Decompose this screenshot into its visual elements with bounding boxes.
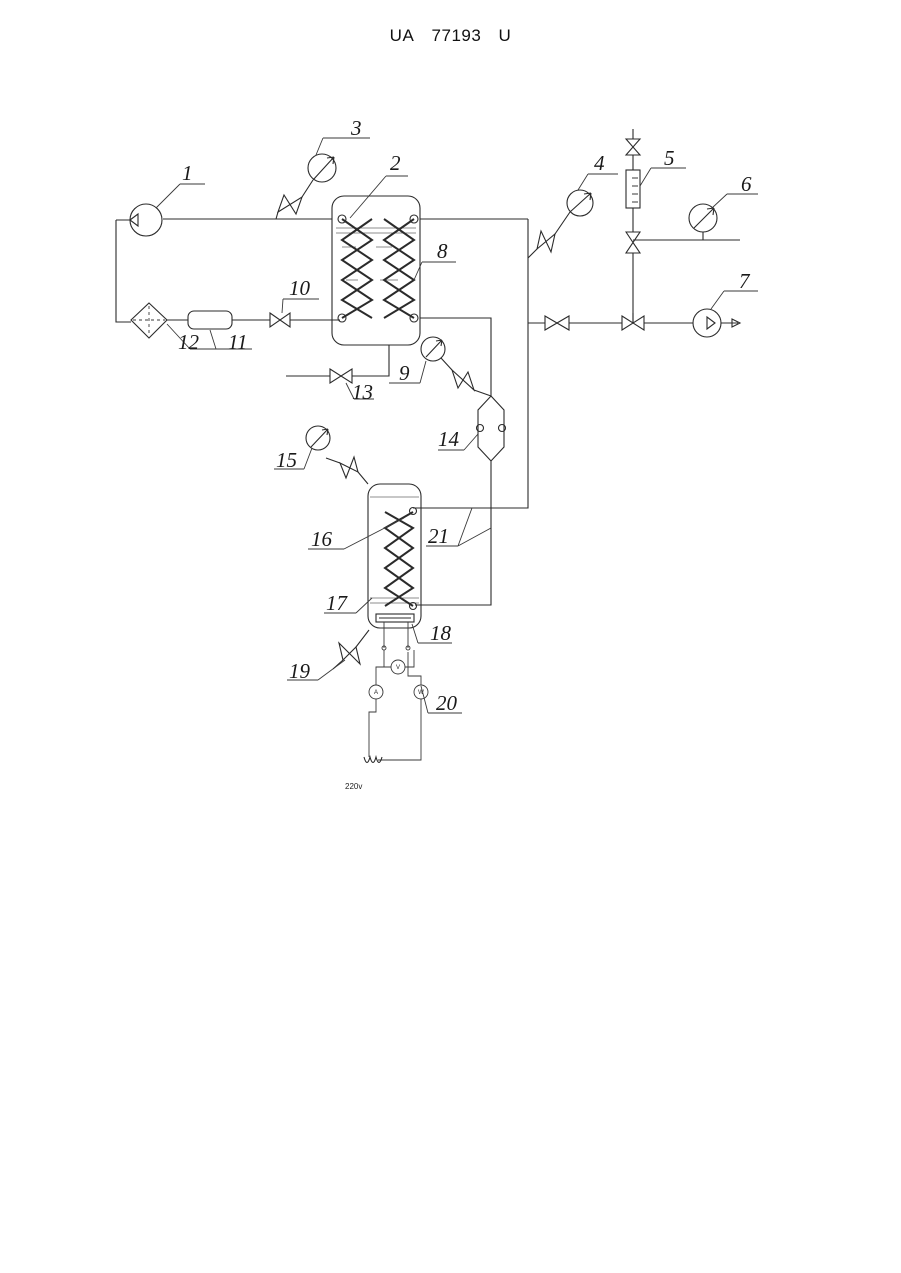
label-15: 15 (276, 448, 297, 472)
label-5: 5 (664, 146, 675, 170)
ammeter: A (369, 685, 383, 699)
valve-pump-7-left (545, 316, 569, 330)
gauge-6 (689, 204, 717, 232)
label-9: 9 (399, 361, 410, 385)
gauge-3 (308, 154, 336, 182)
label-14: 14 (438, 427, 460, 451)
reference-numerals: 3 2 1 4 5 6 7 8 10 12 11 13 9 14 15 16 2… (178, 116, 752, 715)
vessel-2 (332, 196, 420, 345)
label-11: 11 (228, 330, 247, 354)
label-16: 16 (311, 527, 333, 551)
heater-18 (376, 614, 414, 622)
label-3: 3 (350, 116, 362, 140)
receiver-11 (188, 311, 232, 329)
label-10: 10 (289, 276, 311, 300)
valve-burette-top (626, 139, 640, 155)
svg-text:A: A (374, 690, 378, 696)
voltmeter: V (391, 660, 405, 674)
separator-14 (477, 396, 506, 461)
label-1: 1 (182, 161, 193, 185)
label-20: 20 (436, 691, 458, 715)
label-21: 21 (428, 524, 449, 548)
leader-lines (156, 138, 758, 713)
vessel-17 (368, 484, 421, 628)
label-6: 6 (741, 172, 752, 196)
electrical-circuit-20 (364, 622, 421, 763)
gauge-15 (306, 426, 330, 450)
pump-1 (130, 204, 162, 236)
gauge-4 (567, 190, 593, 216)
svg-text:V: V (396, 665, 400, 671)
supply-voltage-label: 220v (345, 782, 362, 791)
valve-gauge-9 (452, 370, 474, 390)
label-4: 4 (594, 151, 605, 175)
label-13: 13 (352, 380, 373, 404)
label-19: 19 (289, 659, 311, 683)
label-17: 17 (326, 591, 349, 615)
valve-three-way (622, 313, 644, 330)
label-18: 18 (430, 621, 452, 645)
valve-gauge-3 (278, 195, 302, 214)
label-2: 2 (390, 151, 401, 175)
filter-12 (131, 303, 167, 338)
burette-5 (626, 170, 640, 208)
label-12: 12 (178, 330, 200, 354)
valve-burette-bottom (626, 232, 640, 253)
label-7: 7 (739, 269, 751, 293)
valve-10 (270, 313, 290, 327)
label-8: 8 (437, 239, 448, 263)
pump-7 (693, 309, 740, 337)
valve-13 (330, 369, 352, 383)
pipelines (116, 129, 740, 669)
valve-gauge-4 (537, 231, 555, 252)
valve-gauge-15 (340, 457, 358, 478)
gauge-9 (421, 337, 445, 361)
